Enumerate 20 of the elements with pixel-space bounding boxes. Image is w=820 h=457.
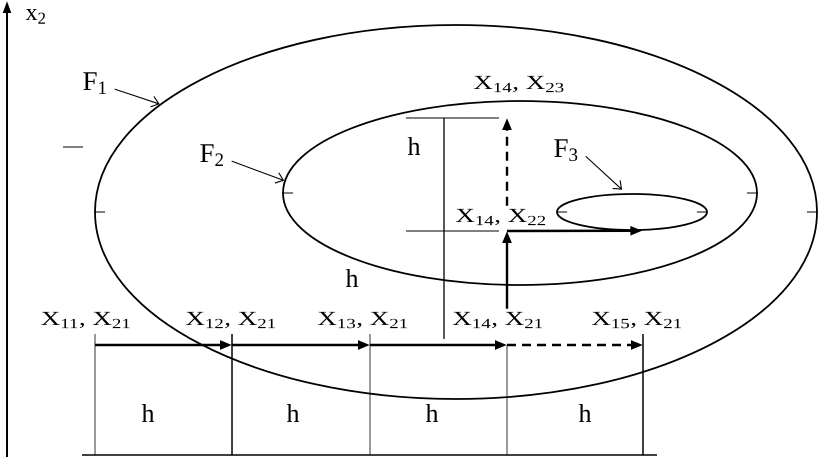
point-label: X$_{15}$, X$_{21}$ (592, 312, 681, 328)
dimension-label: h (346, 268, 358, 287)
dimension-label: h (142, 404, 154, 422)
point-label: X$_{12}$, X$_{21}$ (186, 312, 276, 328)
leader-arrow (232, 160, 284, 184)
point-label: X$_{14}$, X$_{22}$ (456, 208, 546, 226)
point-label: X$_{14}$, X$_{23}$ (474, 76, 564, 92)
dimension-label: h (408, 136, 420, 155)
contour-label: F$_{2}$ (200, 144, 223, 166)
contour-label: F$_{3}$ (554, 139, 578, 162)
dimension-label: h (286, 404, 300, 422)
leader-arrow (585, 156, 622, 190)
point-label: X$_{14}$, X$_{21}$ (452, 312, 542, 328)
point-label: X$_{13}$, X$_{21}$ (318, 312, 408, 328)
dimension-label: h (578, 404, 592, 422)
leader-arrow (114, 88, 160, 108)
dimension-label: h (426, 404, 438, 422)
point-label: X$_{11}$, X$_{21}$ (41, 312, 130, 328)
axis-label: x$_{2}$ (26, 9, 46, 24)
contour-label: F$_{1}$ (83, 72, 106, 94)
